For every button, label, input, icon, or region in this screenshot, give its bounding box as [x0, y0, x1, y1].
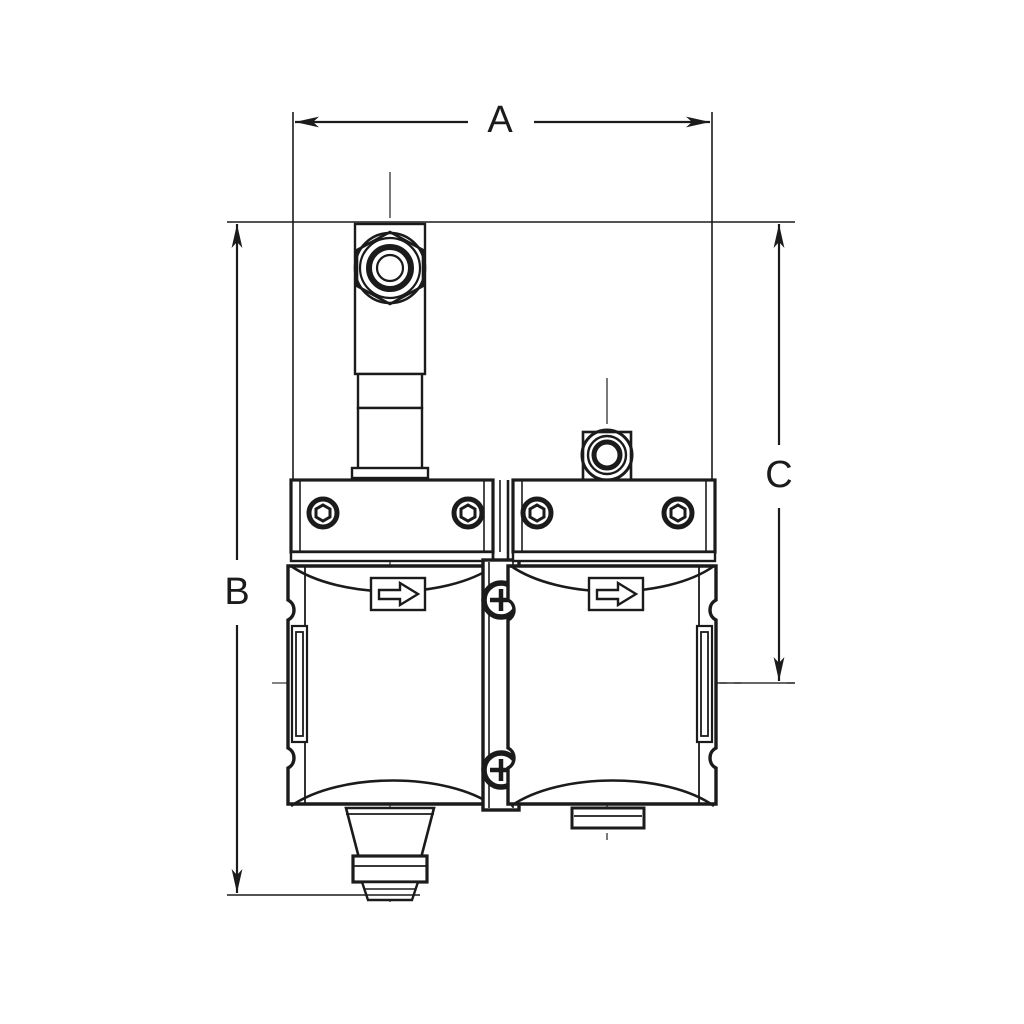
- top-port-outer-ring: [353, 231, 427, 305]
- right-unit-cap-housing: [511, 478, 717, 563]
- right-cap-socket-screw-left-outer: [520, 496, 554, 530]
- right-cap-socket-screws: [520, 496, 695, 530]
- left-unit-top-inlet-port: [353, 222, 427, 376]
- right-cap-socket-screw-left-hex: [528, 503, 546, 523]
- left-unit-bowl-body: [286, 564, 498, 808]
- manual-drain-assembly: [344, 806, 436, 902]
- dimension-label-c: C: [765, 454, 792, 496]
- right-cap-base-lip: [511, 550, 717, 563]
- right-bowl-outline: [506, 564, 718, 806]
- left-unit-inlet-stem: [350, 372, 430, 480]
- left-cap-socket-screws: [306, 496, 485, 530]
- right-sight-glass-window: [700, 631, 709, 737]
- top-port-bore-inner: [375, 253, 405, 283]
- cap-socket-screw-right-hex: [459, 503, 477, 523]
- top-port-mid-ring: [358, 236, 422, 300]
- drain-hex-nut: [351, 854, 429, 884]
- drain-cone: [344, 806, 436, 860]
- cap-socket-screw-left-hex: [314, 503, 332, 523]
- left-cap-base-lip: [289, 550, 495, 563]
- stem-lower: [356, 406, 424, 474]
- top-port-bore-outer: [366, 244, 414, 292]
- right-cap-socket-screw-right-hex: [669, 503, 687, 523]
- stem-upper: [356, 372, 424, 410]
- cap-socket-screw-left-outer: [306, 496, 340, 530]
- bottom-plug-body: [570, 806, 646, 830]
- right-unit-top-gauge-port: [580, 428, 634, 484]
- right-flow-arrow-glyph: [595, 580, 639, 608]
- cap-socket-screw-right-outer: [451, 496, 485, 530]
- dimension-label-a: A: [487, 99, 513, 141]
- flow-direction-arrow-right: [587, 576, 645, 612]
- right-unit-bottom-plug: [570, 806, 646, 830]
- right-sight-glass-slot: [695, 624, 714, 744]
- dimension-label-b: B: [224, 571, 249, 613]
- right-unit-bowl-body: [506, 564, 718, 808]
- left-sight-glass-slot: [290, 624, 309, 744]
- right-cap-socket-screw-right-outer: [661, 496, 695, 530]
- drain-thread-end: [360, 880, 420, 902]
- gauge-port-mid-ring: [586, 434, 628, 476]
- flow-direction-arrow-left: [369, 576, 427, 612]
- gauge-port-bore: [591, 439, 623, 471]
- left-bowl-bottom-convex: [290, 779, 495, 808]
- flow-arrow-glyph: [377, 580, 421, 608]
- sight-glass-window: [295, 631, 304, 737]
- right-bowl-bottom-convex: [510, 779, 715, 808]
- left-unit-cap-housing: [289, 478, 495, 563]
- stem-base-flange: [350, 466, 430, 480]
